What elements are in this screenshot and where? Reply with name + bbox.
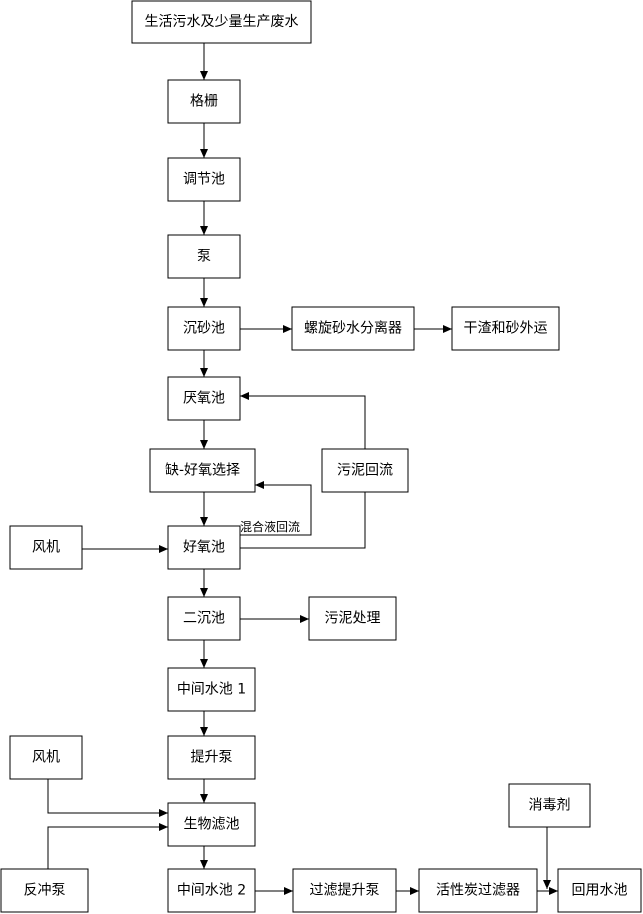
flow-edges xyxy=(47,43,558,895)
node-dry-residue: 干渣和砂外运 xyxy=(451,306,560,351)
node-aerobic-tank-label: 好氧池 xyxy=(183,540,225,556)
node-disinfectant-label: 消毒剂 xyxy=(529,798,571,814)
node-secondary-clarifier: 二沉池 xyxy=(167,596,241,641)
node-blower-1-box xyxy=(9,525,83,570)
node-sludge-return: 污泥回流 xyxy=(321,448,409,493)
node-source-box xyxy=(131,0,312,44)
node-anoxic-selector-box xyxy=(149,448,256,493)
node-activated-carbon-filter-label: 活性炭过滤器 xyxy=(436,883,520,899)
node-backwash-pump-label: 反冲泵 xyxy=(24,883,66,899)
node-blower-1-label: 风机 xyxy=(32,540,60,556)
node-intermediate-tank-1-box xyxy=(167,667,256,712)
node-grille: 格栅 xyxy=(167,79,241,124)
node-intermediate-tank-2: 中间水池 2 xyxy=(167,868,256,913)
node-reuse-tank-label: 回用水池 xyxy=(572,883,628,899)
node-blower-2-box xyxy=(9,735,83,780)
node-dry-residue-box xyxy=(451,306,560,351)
node-aerobic-tank-box xyxy=(167,525,241,570)
node-dry-residue-label: 干渣和砂外运 xyxy=(464,321,548,337)
node-anaerobic-tank-box xyxy=(167,376,241,421)
node-equalization-tank-label: 调节池 xyxy=(183,172,225,188)
node-source-label: 生活污水及少量生产废水 xyxy=(145,14,299,30)
node-sludge-return-box xyxy=(321,448,409,493)
node-backwash-pump-box xyxy=(0,868,89,913)
mixed-liquor-return-label: 混合液回流 xyxy=(240,519,300,534)
node-grit-chamber-box xyxy=(167,306,241,351)
node-pump: 泵 xyxy=(167,234,241,279)
node-grille-box xyxy=(167,79,241,124)
node-blower-2-label: 风机 xyxy=(32,750,60,766)
node-anoxic-selector-label: 缺-好氧选择 xyxy=(165,463,240,479)
node-intermediate-tank-1: 中间水池 1 xyxy=(167,667,256,712)
node-reuse-tank: 回用水池 xyxy=(557,868,642,913)
node-filter-lift-pump-label: 过滤提升泵 xyxy=(310,883,380,899)
node-equalization-tank: 调节池 xyxy=(167,157,241,202)
node-spiral-separator-label: 螺旋砂水分离器 xyxy=(304,320,402,337)
node-grit-chamber-label: 沉砂池 xyxy=(183,321,225,337)
node-spiral-separator-box xyxy=(291,306,415,351)
node-secondary-clarifier-box xyxy=(167,596,241,641)
node-lift-pump-label: 提升泵 xyxy=(191,750,233,766)
node-pump-box xyxy=(167,234,241,279)
node-source: 生活污水及少量生产废水 xyxy=(131,0,312,44)
node-backwash-pump: 反冲泵 xyxy=(0,868,89,913)
node-sludge-return-label: 污泥回流 xyxy=(337,463,393,479)
edge-aerobic-to-sludge-return xyxy=(240,492,366,549)
node-grit-chamber: 沉砂池 xyxy=(167,306,241,351)
edge-backwash-biofilter xyxy=(47,823,168,869)
node-lift-pump: 提升泵 xyxy=(167,735,256,780)
node-disinfectant-box xyxy=(508,783,591,828)
node-filter-lift-pump-box xyxy=(292,868,397,913)
node-grille-label: 格栅 xyxy=(190,94,218,110)
node-biofilter-box xyxy=(167,802,256,847)
node-biofilter-label: 生物滤池 xyxy=(184,817,240,833)
node-lift-pump-box xyxy=(167,735,256,780)
node-anoxic-selector: 缺-好氧选择 xyxy=(149,448,256,493)
node-activated-carbon-filter-box xyxy=(418,868,538,913)
node-blower-2: 风机 xyxy=(9,735,83,780)
edge-mixed-liquor-return xyxy=(240,481,312,536)
node-biofilter: 生物滤池 xyxy=(167,802,256,847)
node-intermediate-tank-2-label: 中间水池 2 xyxy=(177,883,246,899)
node-anaerobic-tank-label: 厌氧池 xyxy=(183,391,225,407)
edge-sludge-return-to-anaerobic xyxy=(240,392,366,449)
node-disinfectant: 消毒剂 xyxy=(508,783,591,828)
node-blower-1: 风机 xyxy=(9,525,83,570)
node-intermediate-tank-1-label: 中间水池 1 xyxy=(177,682,246,698)
node-pump-label: 泵 xyxy=(197,249,211,265)
node-anaerobic-tank: 厌氧池 xyxy=(167,376,241,421)
node-filter-lift-pump: 过滤提升泵 xyxy=(292,868,397,913)
node-reuse-tank-box xyxy=(557,868,642,913)
node-aerobic-tank: 好氧池 xyxy=(167,525,241,570)
node-equalization-tank-box xyxy=(167,157,241,202)
node-intermediate-tank-2-box xyxy=(167,868,256,913)
node-sludge-treatment-label: 污泥处理 xyxy=(325,611,381,627)
node-spiral-separator: 螺旋砂水分离器 xyxy=(291,306,415,351)
node-secondary-clarifier-label: 二沉池 xyxy=(183,611,225,627)
edge-blower2-biofilter xyxy=(47,779,168,817)
node-sludge-treatment: 污泥处理 xyxy=(308,596,397,641)
node-activated-carbon-filter: 活性炭过滤器 xyxy=(418,868,538,913)
node-sludge-treatment-box xyxy=(308,596,397,641)
